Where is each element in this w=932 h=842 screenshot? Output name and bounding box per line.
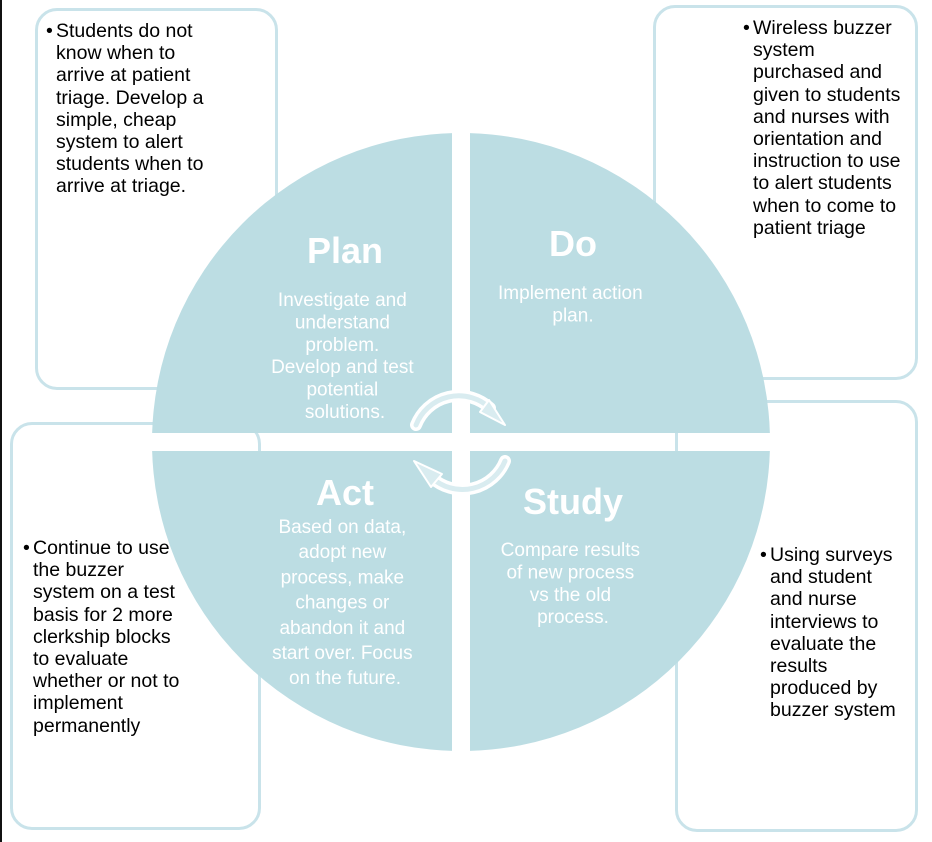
bullet-marker: • — [46, 20, 53, 42]
plan-description: Investigate and understand problem. Deve… — [271, 290, 419, 423]
act-note-text: Continue to use the buzzer system on a t… — [33, 537, 180, 737]
plan-quadrant — [152, 133, 452, 433]
do-note-text: Wireless buzzer system purchased and giv… — [753, 17, 901, 239]
do-quadrant — [470, 133, 770, 433]
do-line: Implement action — [498, 283, 643, 304]
plan-note-text: Students do not know when to arrive at p… — [56, 20, 204, 198]
act-line: Based on data, — [278, 517, 406, 538]
bullet-marker: • — [760, 544, 767, 566]
study-line: of new process — [506, 562, 634, 583]
act-line: changes or — [295, 593, 390, 614]
study-line: vs the old — [530, 585, 611, 606]
act-line: start over. Focus — [272, 643, 412, 664]
study-line: process. — [537, 607, 609, 628]
plan-line: understand — [295, 312, 390, 333]
act-line: adopt new — [299, 542, 387, 563]
act-description: Based on data, adopt new process, make c… — [272, 517, 418, 689]
act-title: Act — [316, 472, 374, 513]
plan-line: potential — [306, 380, 378, 401]
plan-note: • Students do not know when to arrive at… — [46, 20, 206, 198]
plan-line: problem. — [305, 335, 379, 356]
study-description: Compare results of new process vs the ol… — [501, 540, 646, 628]
do-title: Do — [549, 223, 597, 264]
study-line: Compare results — [501, 540, 640, 561]
study-quadrant — [470, 451, 770, 751]
study-note-text: Using surveys and student and nurse inte… — [770, 544, 896, 722]
act-quadrant — [152, 451, 452, 751]
plan-title: Plan — [307, 230, 383, 271]
plan-line: solutions. — [305, 402, 385, 423]
circular-arrows-icon — [410, 389, 511, 496]
bullet-marker: • — [743, 17, 750, 39]
do-description: Implement action plan. — [498, 283, 648, 326]
left-border-line — [0, 0, 2, 842]
act-note: • Continue to use the buzzer system on a… — [23, 537, 183, 737]
bullet-marker: • — [23, 537, 30, 559]
act-line: process, make — [281, 567, 405, 588]
plan-line: Develop and test — [271, 357, 414, 378]
study-note: • Using surveys and student and nurse in… — [760, 544, 900, 722]
do-note: • Wireless buzzer system purchased and g… — [743, 17, 908, 239]
act-line: abandon it and — [279, 618, 405, 639]
study-title: Study — [523, 481, 623, 522]
do-line: plan. — [552, 305, 593, 326]
plan-line: Investigate and — [278, 290, 407, 311]
act-line: on the future. — [289, 668, 401, 689]
